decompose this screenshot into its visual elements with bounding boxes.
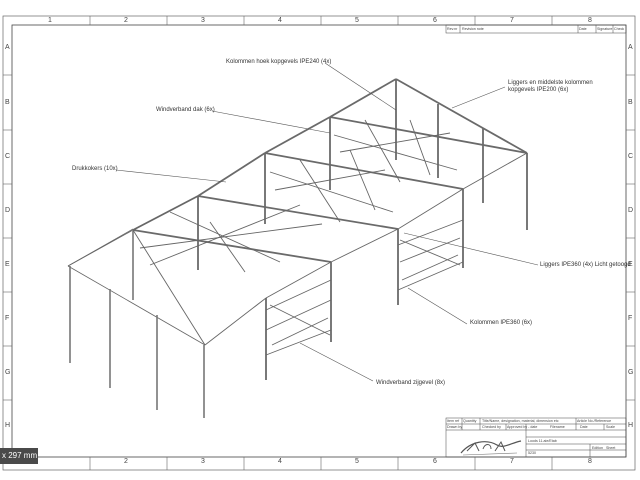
grid-col-label: 8 (588, 17, 592, 24)
grid-row-label: H (5, 422, 11, 429)
grid-row-label-right: H (628, 422, 634, 429)
grid-col-label: 5 (355, 17, 359, 24)
grid-col-label-bottom: 2 (124, 458, 128, 465)
revision-header-date: Date (579, 27, 587, 31)
annotation-liggers-ipe360: Liggers IPE360 (4x) Licht getoogd (540, 262, 631, 268)
frame-columns (197, 79, 528, 380)
grid-row-label-right: C (628, 153, 634, 160)
grid-row-label-right: G (628, 369, 634, 376)
grid-col-label-bottom: 3 (201, 458, 205, 465)
grid-row-label-right: E (628, 261, 633, 268)
revision-header-signature: Signature (597, 27, 613, 31)
title-block-article: Article No./Reference (577, 419, 612, 423)
annotation-liggers-line1: Liggers en middelste kolommen (508, 80, 593, 86)
title-block-sheet: Sheet (606, 446, 616, 450)
grid-row-label: F (5, 315, 10, 322)
wall-bracing (265, 219, 464, 356)
grid-col-label-bottom: 7 (510, 458, 514, 465)
annotation-windverband-zijgevel: Windverband zijgevel (8x) (376, 380, 446, 386)
roof-bracing (67, 119, 528, 346)
revision-header-note: Revision note (462, 27, 484, 31)
grid-col-label: 6 (433, 17, 437, 24)
grid-row-label: E (5, 261, 10, 268)
revision-header-rev: Rev.nr (447, 27, 458, 31)
grid-col-label-bottom: 6 (433, 458, 437, 465)
annotation-kolommen-ipe360: Kolommen IPE360 (6x) (470, 320, 533, 326)
annotation-drukkokers: Drukkokers (10x) (72, 166, 118, 172)
grid-row-label: A (5, 44, 10, 51)
revision-table (445, 24, 627, 34)
title-block-approved-by: Approved by - date (507, 425, 538, 429)
page-size-label: x 297 mm (0, 448, 38, 464)
revision-header-check: Check (614, 27, 625, 31)
title-block-quantity: Quantity (463, 419, 477, 423)
title-block-date: Date (580, 425, 588, 429)
grid-row-label-right: D (628, 207, 634, 214)
title-block-item: Item ref (447, 419, 460, 423)
drawing-frame-outer (2, 15, 636, 471)
grid-col-label: 4 (278, 17, 282, 24)
grid-col-label-bottom: 4 (278, 458, 282, 465)
grid-row-label-right: F (628, 315, 633, 322)
grid-col-label: 1 (48, 17, 52, 24)
company-logo (460, 440, 522, 456)
grid-col-label-bottom: 8 (588, 458, 592, 465)
title-block-ref2: 5230 (528, 451, 536, 455)
title-block-filename: Filename (550, 425, 565, 429)
grid-ticks (3, 16, 635, 470)
title-block-ref1: Loods 11.aie/Etab (528, 439, 557, 443)
roof-edge-front (67, 265, 206, 346)
title-block-drawn-by: Drawn by (447, 425, 463, 429)
annotation-windverband-dak: Windverband dak (6x) (156, 107, 215, 113)
title-block-edition: Edition (592, 446, 603, 450)
grid-row-label-right: B (628, 99, 633, 106)
annotation-kolommen-hoek: Kolommen hoek kopgevels IPE240 (4x) (226, 59, 332, 65)
grid-col-label-bottom: 5 (355, 458, 359, 465)
annotation-liggers-line2: kopgevels IPE200 (6x) (508, 87, 569, 93)
grid-row-label: G (5, 369, 11, 376)
steel-structure (67, 78, 528, 418)
title-block-title-name: Title/Name, designation, material, dimen… (482, 419, 559, 423)
grid-col-label: 2 (124, 17, 128, 24)
leader-lines (115, 62, 539, 382)
grid-row-label: B (5, 99, 10, 106)
title-block-scale: Scale (606, 425, 615, 429)
grid-col-label: 3 (201, 17, 205, 24)
grid-row-label: D (5, 207, 11, 214)
columns-left-section (69, 231, 205, 418)
grid-row-label-right: A (628, 44, 633, 51)
grid-col-label: 7 (510, 17, 514, 24)
drawing-frame-inner (11, 24, 627, 458)
grid-row-label: C (5, 153, 11, 160)
title-block (445, 417, 627, 458)
title-block-checked-by: Checked by (482, 425, 501, 429)
